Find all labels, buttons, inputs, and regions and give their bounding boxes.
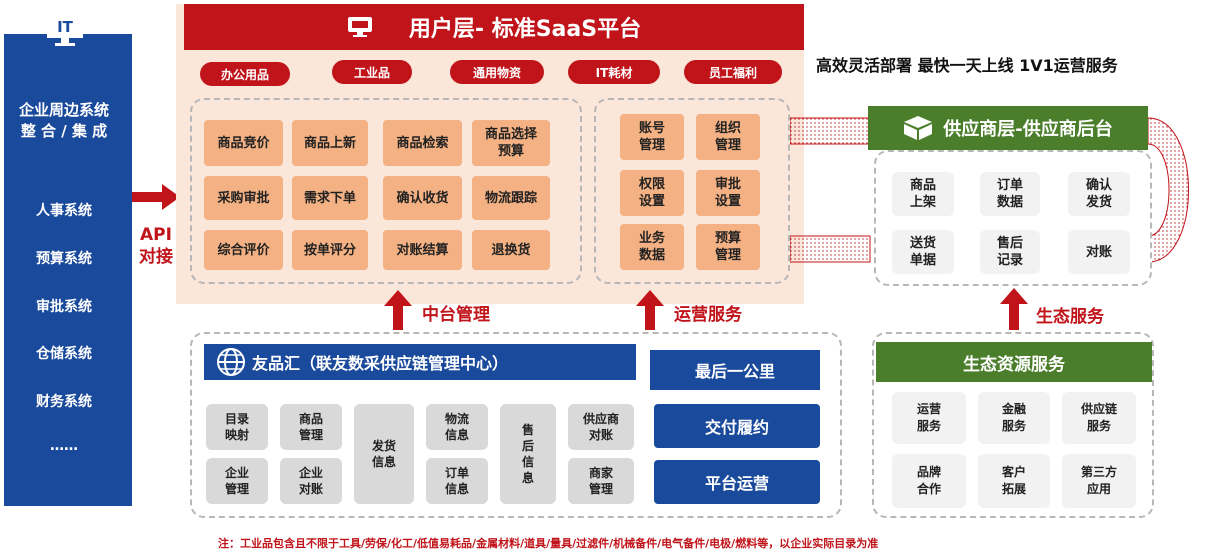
api-label-line2: 对接 bbox=[139, 247, 173, 267]
supplier-layer-banner: 供应商层-供应商后台 bbox=[868, 106, 1148, 150]
yph-shipping-info: 发货 信息 bbox=[354, 404, 414, 504]
func-order-rating: 按单评分 bbox=[292, 230, 368, 270]
pill-it-consumables: IT耗材 bbox=[568, 60, 660, 84]
eco-operations: 运营 服务 bbox=[892, 392, 966, 444]
up-arrow-middle bbox=[384, 290, 412, 330]
monitor-icon: IT bbox=[47, 14, 83, 46]
eco-resources-banner: 生态资源服务 bbox=[876, 342, 1152, 382]
headline: 高效灵活部署 最快一天上线 1V1运营服务 bbox=[816, 56, 1118, 75]
admin-permissions: 权限 设置 bbox=[620, 170, 684, 216]
footnote: 注：工业品包含且不限于工具/劳保/化工/低值易耗品/金属材料/道具/量具/过滤件… bbox=[218, 537, 879, 550]
system-item-hr: 人事系统 bbox=[36, 203, 92, 219]
eco-customer-expansion: 客户 拓展 bbox=[978, 454, 1050, 508]
func-bidding: 商品竞价 bbox=[204, 120, 283, 166]
yph-enterprise-reconciliation: 企业 对账 bbox=[280, 458, 342, 504]
yph-order-info: 订单 信息 bbox=[426, 458, 488, 504]
system-item-budget: 预算系统 bbox=[36, 251, 92, 267]
eco-brand-partnership: 品牌 合作 bbox=[892, 454, 966, 508]
youpinhui-banner: 友品汇（联友数采供应链管理中心） bbox=[204, 344, 636, 380]
label-operations: 运营服务 bbox=[674, 305, 742, 325]
user-layer-title: 用户层- 标准SaaS平台 bbox=[408, 17, 642, 42]
supplier-layer-title: 供应商层-供应商后台 bbox=[943, 119, 1113, 140]
eco-third-party-apps: 第三方 应用 bbox=[1062, 454, 1136, 508]
svg-text:IT: IT bbox=[57, 18, 74, 36]
yph-product-mgmt: 商品 管理 bbox=[280, 404, 342, 450]
yph-logistics-info: 物流 信息 bbox=[426, 404, 488, 450]
func-procurement-approval: 采购审批 bbox=[204, 176, 283, 220]
api-label: API 对接 bbox=[134, 224, 178, 268]
yph-supplier-reconciliation: 供应商 对账 bbox=[568, 404, 634, 450]
panel-title-line1: 企业周边系统 bbox=[18, 101, 109, 119]
system-item-warehouse: 仓储系统 bbox=[36, 346, 92, 362]
supplier-reconciliation: 对账 bbox=[1068, 230, 1130, 274]
globe-icon bbox=[217, 348, 245, 376]
up-arrow-operations bbox=[636, 290, 664, 330]
func-new-listing: 商品上新 bbox=[292, 120, 368, 166]
admin-account: 账号 管理 bbox=[620, 114, 684, 160]
yph-enterprise-mgmt: 企业 管理 bbox=[206, 458, 268, 504]
monitor-icon bbox=[347, 17, 372, 37]
last-mile-delivery: 交付履约 bbox=[654, 404, 820, 448]
func-place-order: 需求下单 bbox=[292, 176, 368, 220]
panel-title: 企业周边系统 整 合 / 集 成 bbox=[0, 100, 128, 142]
enterprise-systems-panel bbox=[4, 34, 132, 506]
supplier-delivery-docs: 送货 单据 bbox=[892, 230, 954, 274]
user-layer-banner: 用户层- 标准SaaS平台 bbox=[184, 4, 804, 50]
last-mile-banner: 最后一公里 bbox=[650, 350, 820, 390]
admin-business-data: 业务 数据 bbox=[620, 224, 684, 270]
func-confirm-receipt: 确认收货 bbox=[383, 176, 462, 220]
eco-finance: 金融 服务 bbox=[978, 392, 1050, 444]
panel-title-line2: 整 合 / 集 成 bbox=[20, 122, 108, 140]
func-logistics-tracking: 物流跟踪 bbox=[472, 176, 550, 220]
connector-band bbox=[790, 117, 1189, 263]
up-arrow-ecosystem bbox=[1000, 288, 1028, 330]
youpinhui-title: 友品汇（联友数采供应链管理中心） bbox=[252, 354, 509, 373]
func-selection-budget: 商品选择 预算 bbox=[472, 120, 550, 166]
system-item-approval: 审批系统 bbox=[36, 299, 92, 315]
system-item-finance: 财务系统 bbox=[36, 394, 92, 410]
label-middle-platform: 中台管理 bbox=[422, 305, 490, 325]
func-search: 商品检索 bbox=[383, 120, 462, 166]
pill-industrial: 工业品 bbox=[332, 60, 412, 84]
api-arrow bbox=[132, 184, 180, 210]
label-ecosystem: 生态服务 bbox=[1036, 307, 1104, 327]
yph-merchant-mgmt: 商家 管理 bbox=[568, 458, 634, 504]
admin-approval-settings: 审批 设置 bbox=[696, 170, 760, 216]
func-reconciliation: 对账结算 bbox=[383, 230, 462, 270]
supplier-order-data: 订单 数据 bbox=[980, 172, 1040, 216]
system-item-more: …… bbox=[50, 438, 78, 454]
func-overall-rating: 综合评价 bbox=[204, 230, 283, 270]
admin-budget: 预算 管理 bbox=[696, 224, 760, 270]
package-icon bbox=[904, 116, 933, 140]
supplier-after-sales: 售后 记录 bbox=[980, 230, 1040, 274]
eco-supply-chain: 供应链 服务 bbox=[1062, 392, 1136, 444]
func-returns: 退换货 bbox=[472, 230, 550, 270]
supplier-list-products: 商品 上架 bbox=[892, 172, 954, 216]
pill-general-materials: 通用物资 bbox=[450, 60, 544, 84]
pill-office-supplies: 办公用品 bbox=[200, 62, 290, 86]
last-mile-platform-ops: 平台运营 bbox=[654, 460, 820, 504]
api-label-line1: API bbox=[140, 225, 172, 245]
supplier-confirm-shipment: 确认 发货 bbox=[1068, 172, 1130, 216]
yph-catalog-mapping: 目录 映射 bbox=[206, 404, 268, 450]
yph-after-sales-info: 售 后 信 息 bbox=[500, 404, 556, 504]
pill-employee-benefits: 员工福利 bbox=[684, 60, 782, 84]
admin-organization: 组织 管理 bbox=[696, 114, 760, 160]
